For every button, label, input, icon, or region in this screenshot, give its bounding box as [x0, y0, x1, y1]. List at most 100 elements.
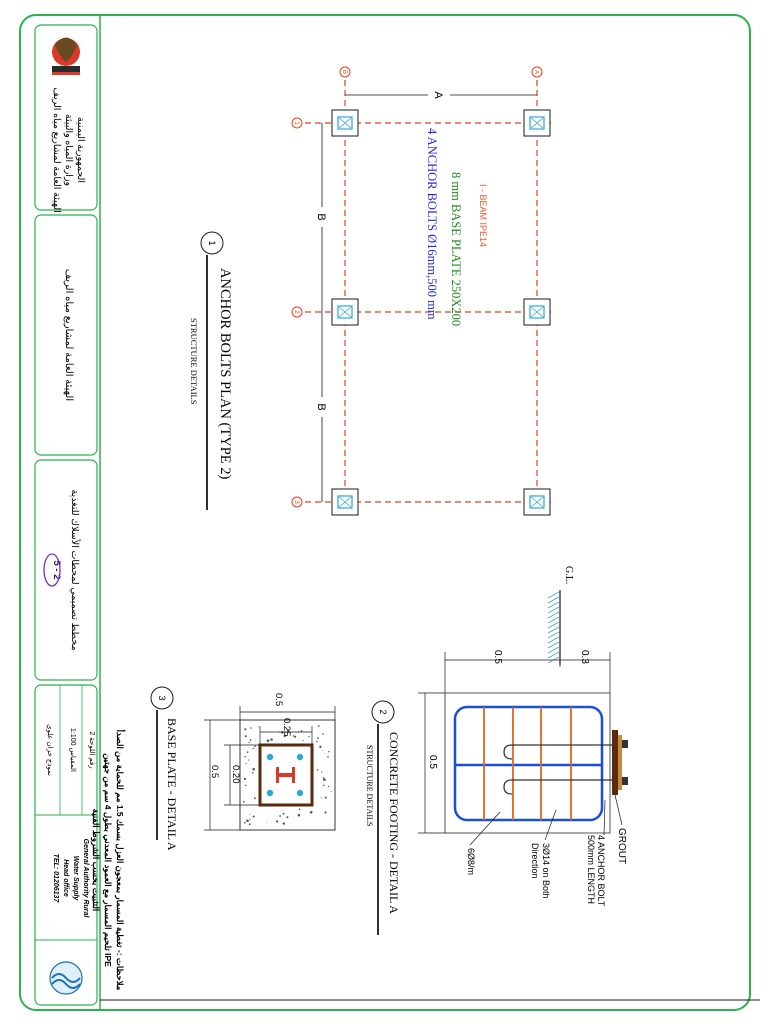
- bolt-nut: [622, 740, 628, 748]
- leader-stirrup: [469, 811, 501, 846]
- base-plate: [618, 735, 622, 790]
- speckle-dot: [300, 730, 303, 732]
- hatch-stroke: [547, 646, 560, 654]
- title-office: Head office: [62, 859, 69, 897]
- speckle-dot: [317, 737, 319, 739]
- sheet-code-marker: [43, 553, 61, 587]
- ground-hatch: [547, 591, 560, 664]
- stirrup-label: 6Ø8/m: [466, 848, 476, 875]
- speckle-dot: [316, 740, 318, 743]
- speckle-dot: [322, 777, 325, 779]
- leader-rebar: [544, 809, 557, 841]
- column-pad: [331, 109, 359, 137]
- grid-number-1: 1: [293, 121, 299, 125]
- dim-width-label: 0.5: [427, 755, 438, 769]
- hatch-stroke: [547, 611, 560, 619]
- hatch-stroke: [547, 606, 560, 614]
- speckle-dot: [298, 808, 301, 811]
- speckle-dot: [252, 747, 255, 750]
- hatch-stroke: [547, 601, 560, 609]
- footing-number: 2: [378, 709, 388, 714]
- anchor-bolts-plan: B A 1 2 3 A B B I - BEAM IPE14 8 mm BASE…: [189, 66, 555, 516]
- grout-layer: [612, 730, 618, 795]
- speckle-dot: [248, 741, 250, 744]
- base-plate-number-bubble: [150, 686, 174, 710]
- beam-label: I - BEAM IPE14: [478, 184, 488, 247]
- base-plate-detail: 0.5 0.25 0.20 0.5 3 BASE PLATE - DETAIL …: [150, 686, 336, 851]
- plate-label: 8 mm BASE PLATE 250X200: [449, 172, 463, 326]
- speckle-dot: [275, 820, 279, 823]
- title-ministry: وزارة المياه والبيئة: [63, 114, 74, 187]
- bolt-hole: [266, 789, 274, 797]
- speckle-dot: [270, 738, 273, 741]
- leader-grout: [614, 794, 623, 826]
- grout-label: GROUT: [616, 828, 627, 864]
- speckle-dot: [244, 784, 247, 787]
- title-model: نموذج خزان علوي: [46, 724, 54, 776]
- title-drawing: مخطط تصميمي لمحطات الأسلاك للتغذية: [69, 489, 81, 650]
- hatch-stroke: [547, 631, 560, 639]
- water-authority-logo-icon: [49, 961, 83, 995]
- bolts-label: 4 ANCHOR BOLTS Ø16mm,500 mm: [425, 128, 439, 320]
- column-pad: [331, 298, 359, 326]
- plan-title: ANCHOR BOLTS PLAN (TYPE 2): [217, 268, 233, 480]
- title-scale: 1:100 المقياس: [69, 728, 77, 772]
- hatch-stroke: [547, 626, 560, 634]
- speckle-dot: [242, 800, 245, 803]
- plan-subtitle: STRUCTURE DETAILS: [189, 318, 199, 405]
- title-authority-en-1: General Authority Rural: [82, 839, 89, 919]
- dim-top-label: 0.3: [579, 650, 590, 664]
- speckle-dot: [279, 815, 282, 817]
- speckle-dot: [323, 784, 325, 787]
- bolt-nut: [622, 777, 628, 785]
- base-plate-number: 3: [157, 695, 167, 700]
- dim-b2-label: B: [315, 403, 327, 410]
- speckle-dot: [324, 796, 327, 799]
- dim-a-label: A: [432, 91, 444, 99]
- speckle-dot: [250, 727, 252, 729]
- speckle-dot: [244, 821, 246, 824]
- anchor-label-2: 500mm LENGTH: [586, 835, 596, 904]
- hatch-stroke: [547, 596, 560, 604]
- anchor-bolt: [503, 744, 622, 760]
- hatch-stroke: [547, 641, 560, 649]
- speckle-dot: [324, 811, 327, 814]
- speckle-dot: [328, 750, 330, 753]
- speckle-dot: [257, 726, 259, 728]
- grid-bubble-a: [531, 66, 543, 78]
- speckle-dot: [302, 739, 304, 742]
- speckle-dot: [252, 767, 255, 771]
- i-beam-section-icon: [276, 767, 295, 783]
- speckle-dot: [249, 814, 251, 816]
- speckle-dot: [266, 739, 270, 742]
- speckle-dot: [248, 823, 251, 826]
- column-pad: [523, 488, 551, 516]
- hatch-stroke: [547, 591, 560, 599]
- concrete-speckle: [242, 725, 332, 826]
- speckle-dot: [286, 816, 289, 819]
- dim-b1-label: B: [315, 213, 327, 220]
- dim-020-label: 0.20: [230, 765, 241, 784]
- speckle-dot: [249, 818, 251, 820]
- speckle-dot: [321, 797, 322, 799]
- dim-05-side-label: 0.5: [209, 765, 220, 778]
- hatch-stroke: [547, 621, 560, 629]
- anchor-bolt: [503, 779, 622, 795]
- plan-number: 1: [207, 240, 217, 245]
- grid-bubble-1: [291, 117, 303, 129]
- speckle-dot: [243, 777, 247, 781]
- speckle-dot: [254, 739, 256, 741]
- title-block: الجمهورية اليمنية وزارة المياه والبيئة ا…: [34, 24, 98, 1006]
- grid-number-2: 2: [293, 310, 299, 314]
- hatch-stroke: [547, 636, 560, 644]
- speckle-dot: [254, 745, 256, 748]
- grid-letter-a: A: [533, 70, 539, 74]
- title-cell-drawing: [34, 459, 98, 681]
- speckle-dot: [317, 725, 320, 727]
- base-plate-title: BASE PLATE - DETAIL A: [165, 718, 179, 851]
- rebar-cage: [453, 705, 604, 822]
- speckle-dot: [319, 745, 322, 749]
- speckle-dot: [266, 822, 268, 823]
- plan-number-bubble: [200, 231, 224, 255]
